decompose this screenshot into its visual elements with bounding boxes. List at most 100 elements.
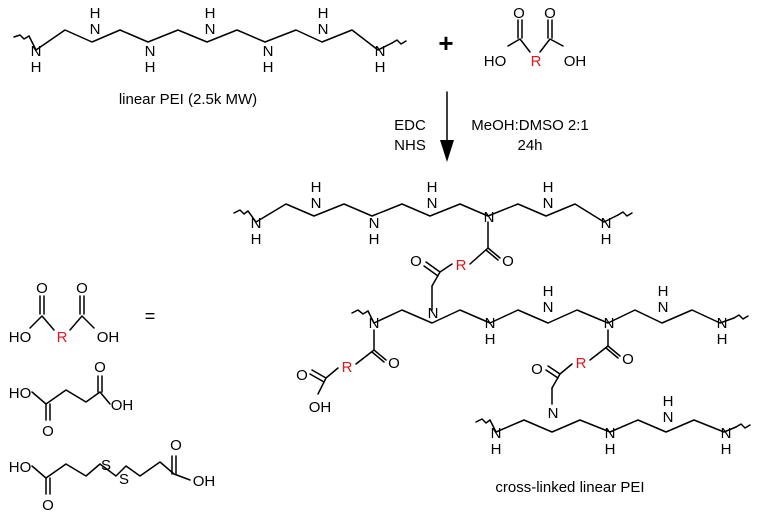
c1-atom-n: N: [427, 195, 438, 212]
c1-r-group: R: [456, 257, 467, 274]
c2-atom-n: N: [658, 299, 669, 316]
c1-atom-n: N: [484, 209, 495, 226]
c1-atom-n: N: [601, 215, 612, 232]
pei-atom-n: N: [205, 21, 216, 38]
c3-atom-h: H: [663, 393, 674, 410]
c1-atom-n: N: [311, 195, 322, 212]
linear-pei-structure: [13, 29, 407, 51]
c3-atom-n: N: [491, 425, 502, 442]
c2-atom-o: O: [531, 361, 543, 378]
plus-sign: +: [438, 28, 453, 58]
c1-atom-n: N: [251, 215, 262, 232]
pei-atom-h: H: [375, 59, 386, 76]
c3-atom-n: N: [548, 405, 559, 422]
product-chain-3-atoms: N H N N H H N N H: [491, 393, 732, 458]
pei-atom-h: H: [90, 5, 101, 22]
succinic-atom-o: O: [94, 359, 106, 376]
c3-atom-n: N: [663, 409, 674, 426]
legend-generic-diacid-atoms: HO O R O OH: [9, 280, 120, 346]
c3-atom-h: H: [605, 441, 616, 458]
pei-atom-n: N: [31, 43, 42, 60]
reagent-nhs: NHS: [394, 137, 426, 154]
succinic-acid-atoms: HO O O OH: [9, 359, 134, 440]
pei-atom-n: N: [375, 43, 386, 60]
pei-atom-h: H: [263, 59, 274, 76]
diacid-atoms: HO O R O OH: [484, 5, 587, 70]
diacid-atom-o: O: [544, 5, 556, 22]
pei-atom-h: H: [318, 5, 329, 22]
condition-solvent: MeOH:DMSO 2:1: [471, 117, 589, 134]
dtdp-atom-oh: OH: [193, 473, 216, 490]
c3-atom-n: N: [605, 425, 616, 442]
product-chain-3: [475, 418, 751, 433]
dtdp-atom-o: O: [42, 497, 54, 514]
product-chain-2: [309, 285, 749, 405]
diacid-structure: [507, 19, 564, 53]
c2-atom-o: O: [622, 351, 634, 368]
c1-atom-o: O: [410, 253, 422, 270]
equals-sign: =: [145, 306, 156, 326]
c2-atom-h: H: [543, 283, 554, 300]
diacid-atom-oh: OH: [564, 53, 587, 70]
dtdp-atom-ho: HO: [9, 459, 32, 476]
linear-pei-atoms: N H H N N H H N N H H N N H: [31, 5, 386, 76]
product-chain-1-atoms: N H H N N H H N N H N N H O R O: [251, 179, 612, 274]
legend-atom-ho: HO: [9, 329, 32, 346]
succinic-atom-o: O: [42, 423, 54, 440]
c2-atom-h: H: [717, 331, 728, 348]
condition-time: 24h: [517, 137, 542, 154]
succinic-atom-ho: HO: [9, 385, 32, 402]
c1-atom-h: H: [601, 231, 612, 248]
c1-atom-h: H: [543, 179, 554, 196]
diacid-atom-ho: HO: [484, 53, 507, 70]
c1-atom-h: H: [427, 179, 438, 196]
pei-atom-h: H: [145, 59, 156, 76]
reactant-caption: linear PEI (2.5k MW): [119, 91, 257, 108]
product-chain-1: [233, 203, 633, 287]
c2-atom-oh: OH: [309, 399, 332, 416]
c1-atom-o: O: [502, 253, 514, 270]
dtdp-atom-s: S: [119, 471, 129, 488]
c2-atom-h: H: [485, 331, 496, 348]
succinic-atom-oh: OH: [111, 397, 134, 414]
legend-atom-o: O: [36, 280, 48, 297]
c1-atom-h: H: [369, 231, 380, 248]
c3-atom-h: H: [721, 441, 732, 458]
c2-atom-h: H: [658, 283, 669, 300]
c1-atom-n: N: [543, 195, 554, 212]
c2-atom-n: N: [428, 305, 439, 322]
reagent-edc: EDC: [394, 117, 426, 134]
c3-atom-n: N: [721, 425, 732, 442]
pei-atom-n: N: [318, 21, 329, 38]
product-chain-2-atoms: N N N H H N N H N N H O R O OH O R O: [296, 283, 727, 416]
pei-atom-h: H: [205, 5, 216, 22]
c2-atom-n: N: [717, 315, 728, 332]
legend-generic-diacid: [29, 295, 95, 331]
dithiodipropionic-acid-atoms: HO O S S O OH: [9, 437, 216, 514]
c2-atom-n: N: [604, 315, 615, 332]
c3-atom-h: H: [491, 441, 502, 458]
pei-atom-n: N: [263, 43, 274, 60]
legend-r-group: R: [57, 329, 68, 346]
reaction-arrow: [440, 91, 454, 162]
c2-r-group-right: R: [576, 355, 587, 372]
dtdp-atom-o: O: [170, 437, 182, 454]
c1-atom-h: H: [311, 179, 322, 196]
c2-atom-o: O: [388, 355, 400, 372]
c2-atom-n: N: [369, 315, 380, 332]
pei-atom-n: N: [145, 43, 156, 60]
c1-atom-h: H: [251, 231, 262, 248]
dithiodipropionic-acid-structure: [31, 455, 191, 495]
product-caption: cross-linked linear PEI: [495, 479, 644, 496]
pei-atom-n: N: [90, 21, 101, 38]
diacid-r-group: R: [531, 53, 542, 70]
c2-atom-n: N: [543, 299, 554, 316]
legend-atom-o: O: [76, 280, 88, 297]
dtdp-atom-s: S: [101, 457, 111, 474]
c1-atom-n: N: [369, 215, 380, 232]
pei-atom-h: H: [31, 59, 42, 76]
c2-atom-o: O: [296, 367, 308, 384]
c2-r-group-left: R: [342, 359, 353, 376]
c2-atom-n: N: [485, 315, 496, 332]
